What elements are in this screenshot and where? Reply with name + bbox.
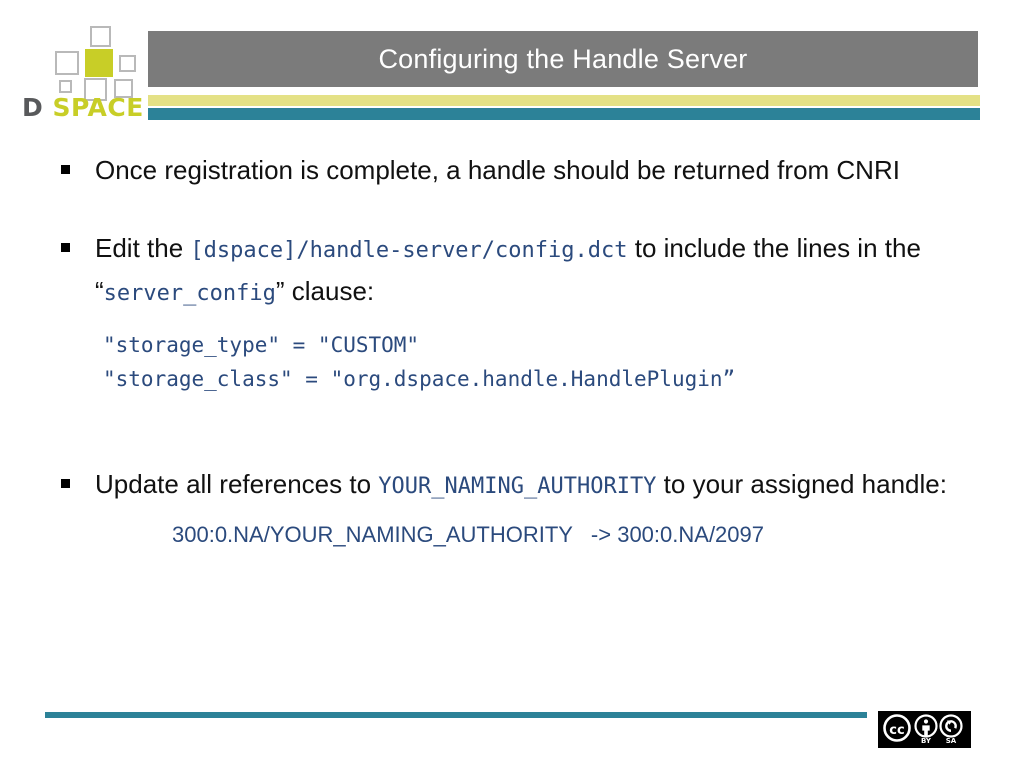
code-line-storage-class: "storage_class" = "org.dspace.handle.Han…: [103, 367, 736, 391]
spacer: [0, 434, 1024, 464]
bullet-1-body: Once registration is complete, a handle …: [95, 155, 900, 185]
code-line-storage-type: "storage_type" = "CUSTOM": [103, 333, 420, 357]
bullet-3-text: Update all references to YOUR_NAMING_AUT…: [95, 464, 964, 507]
bullet-2-lead: Edit the: [95, 233, 191, 263]
code-config-path: [dspace]/handle-server/config.dct: [190, 238, 628, 263]
bullet-item-3: Update all references to YOUR_NAMING_AUT…: [0, 464, 1024, 507]
logo-square-bottom-center: [84, 78, 107, 101]
bullet-marker-icon: [61, 479, 70, 488]
logo-square-bottom-right: [114, 79, 133, 98]
logo-square-center-filled: [85, 49, 113, 77]
dspace-squares-logo: [47, 26, 142, 101]
bullet-3-lead: Update all references to: [95, 469, 379, 499]
wordmark-letter-d: D: [22, 93, 44, 122]
cc-by-sa-icon: cc BY SA: [878, 711, 971, 748]
example-handle-mapping: 300:0.NA/YOUR_NAMING_AUTHORITY -> 300:0.…: [172, 522, 764, 547]
svg-text:SA: SA: [946, 737, 957, 745]
slide-header: D SPACE Configuring the Handle Server: [0, 0, 1024, 135]
dspace-wordmark: D SPACE: [22, 92, 147, 124]
spacer: [0, 396, 1024, 434]
title-bar: Configuring the Handle Server: [148, 31, 978, 87]
bullet-item-2: Edit the [dspace]/handle-server/config.d…: [0, 228, 1024, 314]
bullet-marker-icon: [61, 243, 70, 252]
logo-square-top: [90, 26, 111, 47]
wordmark-space: SPACE: [52, 93, 144, 122]
code-block: "storage_type" = "CUSTOM" "storage_class…: [0, 328, 1024, 396]
slide-body: Once registration is complete, a handle …: [0, 150, 1024, 551]
bullet-2-text: Edit the [dspace]/handle-server/config.d…: [95, 228, 964, 314]
bullet-1-text: Once registration is complete, a handle …: [95, 150, 964, 190]
svg-text:cc: cc: [889, 723, 904, 738]
dspace-logo: D SPACE: [22, 26, 143, 126]
page-title: Configuring the Handle Server: [378, 43, 748, 74]
bullet-2-mid: to include the lines in the “: [95, 233, 921, 306]
bullet-item-1: Once registration is complete, a handle …: [0, 150, 1024, 190]
accent-bar-khaki: [148, 95, 980, 106]
logo-square-bottom-left: [59, 80, 72, 93]
logo-square-right: [119, 55, 136, 72]
bullet-3-tail: to your assigned handle:: [656, 469, 947, 499]
spacer: [0, 190, 1024, 228]
bullet-marker-icon: [61, 165, 70, 174]
creative-commons-by-sa-glyph: cc BY SA: [880, 713, 969, 746]
code-server-config: server_config: [103, 281, 276, 306]
logo-square-left: [55, 51, 79, 75]
svg-text:BY: BY: [921, 737, 932, 745]
code-naming-authority: YOUR_NAMING_AUTHORITY: [378, 474, 657, 499]
bullet-2-tail: ” clause:: [275, 276, 375, 306]
footer-divider: [45, 712, 867, 718]
accent-bar-teal: [148, 108, 980, 120]
